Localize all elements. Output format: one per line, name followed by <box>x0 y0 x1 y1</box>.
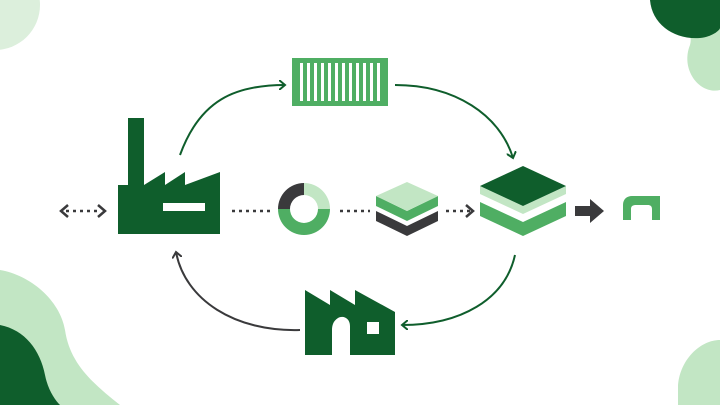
corner-blob-top-left <box>0 0 40 50</box>
flow-arrow-factory-to-container <box>179 85 285 156</box>
container-rib <box>328 63 331 101</box>
small-factory-icon <box>305 290 395 355</box>
donut-chart-icon <box>278 183 330 235</box>
flow-arrow-small-factory-to-factory <box>176 252 301 332</box>
donut-segment <box>278 183 304 209</box>
container-rib <box>363 63 366 101</box>
shipping-container-icon <box>292 58 388 106</box>
brand-logo-icon <box>623 196 660 220</box>
layer-stack-large-icon <box>480 166 566 236</box>
donut-segment <box>304 183 330 209</box>
container-rib <box>356 63 359 101</box>
layer-stack-icon <box>376 182 438 236</box>
flow-arrow-container-to-stack <box>394 84 513 158</box>
container-rib <box>307 63 310 101</box>
arrow-right-icon <box>575 199 604 223</box>
container-rib <box>321 63 324 101</box>
container-rib <box>377 63 380 101</box>
donut-segment <box>278 209 330 235</box>
container-rib <box>342 63 345 101</box>
container-rib <box>370 63 373 101</box>
dotted-arrow-stack-to-large-stack <box>446 204 475 218</box>
corner-blob-bottom-left <box>0 270 120 405</box>
factory-icon <box>118 118 220 234</box>
corner-blob-bottom-right <box>678 340 720 405</box>
dotted-double-arrow-left <box>59 204 107 218</box>
container-rib <box>349 63 352 101</box>
container-rib <box>314 63 317 101</box>
corner-blob-top-right <box>650 0 720 91</box>
container-rib <box>300 63 303 101</box>
container-rib <box>335 63 338 101</box>
flow-arrow-stack-to-small-factory <box>402 254 516 325</box>
